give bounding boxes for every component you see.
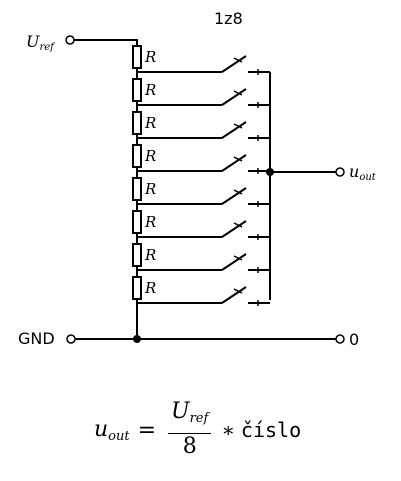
resistor-label-7: R xyxy=(144,246,156,264)
switch-2 xyxy=(221,88,247,106)
resistor-1 xyxy=(132,45,142,69)
switch-group-label: 1z8 xyxy=(214,9,243,28)
uref-wire xyxy=(74,39,138,46)
resistor-label-5: R xyxy=(144,180,156,198)
uout-terminal xyxy=(335,167,345,177)
ground-junction xyxy=(133,335,141,343)
resistor-4 xyxy=(132,144,142,168)
switch-6 xyxy=(221,220,247,238)
resistor-label-8: R xyxy=(144,279,156,297)
switch-mark-1 xyxy=(233,57,243,63)
switch-mark-5 xyxy=(233,189,243,195)
switch-mark-2 xyxy=(233,90,243,96)
switch-mark-3 xyxy=(233,123,243,129)
resistor-label-6: R xyxy=(144,213,156,231)
zero-label: 0 xyxy=(349,330,359,349)
uref-label: Uref xyxy=(26,32,56,53)
switch-7 xyxy=(221,253,247,271)
resistor-label-1: R xyxy=(144,48,156,66)
switch-3 xyxy=(221,121,247,139)
resistor-2 xyxy=(132,78,142,102)
formula-lhs: uout xyxy=(94,416,130,444)
resistor-label-4: R xyxy=(144,147,156,165)
uref-terminal xyxy=(65,35,75,45)
formula-word: číslo xyxy=(240,418,302,442)
formula: uout = Uref 8 ∗ číslo xyxy=(0,400,401,460)
switch-1 xyxy=(221,55,247,73)
switch-8 xyxy=(221,286,247,304)
formula-operator: ∗ xyxy=(221,418,235,442)
gnd-label: GND xyxy=(18,329,55,348)
formula-denominator: 8 xyxy=(182,434,197,459)
resistor-6 xyxy=(132,210,142,234)
resistor-label-2: R xyxy=(144,81,156,99)
resistor-8 xyxy=(132,276,142,300)
gnd-terminal xyxy=(66,334,76,344)
switch-mark-8 xyxy=(233,288,243,294)
switch-mark-7 xyxy=(233,255,243,261)
switch-5 xyxy=(221,187,247,205)
resistor-label-3: R xyxy=(144,114,156,132)
formula-equals: = xyxy=(137,417,157,443)
resistor-3 xyxy=(132,111,142,135)
resistor-7 xyxy=(132,243,142,267)
zero-terminal xyxy=(335,334,345,344)
switch-mark-4 xyxy=(233,156,243,162)
formula-numerator: Uref xyxy=(168,400,212,434)
switch-mark-6 xyxy=(233,222,243,228)
uout-label: uout xyxy=(349,162,377,183)
switch-4 xyxy=(221,154,247,172)
formula-fraction: Uref 8 xyxy=(168,400,212,460)
resistor-5 xyxy=(132,177,142,201)
